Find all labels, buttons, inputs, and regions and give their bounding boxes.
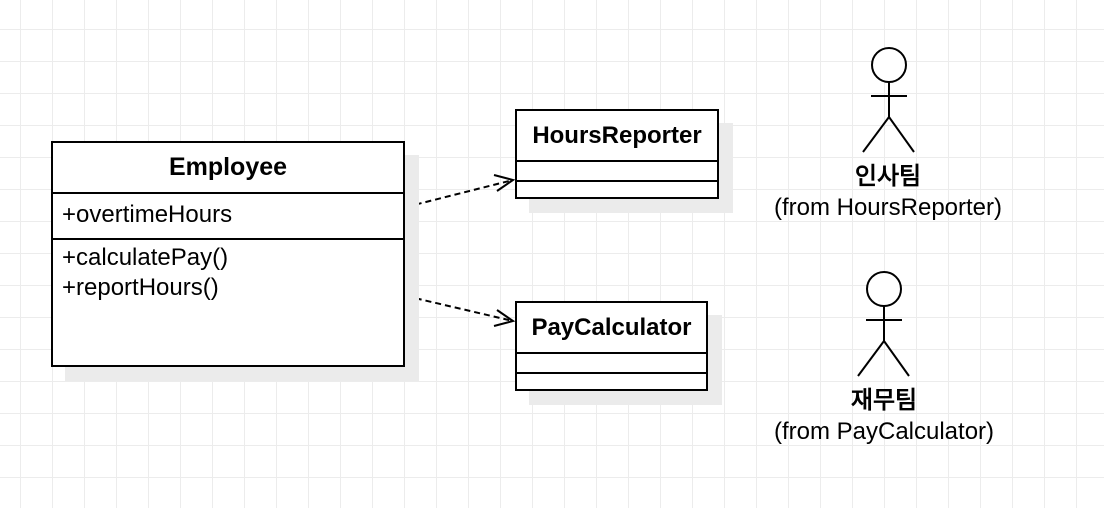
employee-attributes: +overtimeHours xyxy=(53,194,403,240)
attribute-overtime-hours: +overtimeHours xyxy=(62,201,233,228)
hoursreporter-class-name: HoursReporter xyxy=(517,111,717,162)
paycalculator-class-name: PayCalculator xyxy=(517,303,706,354)
operation-report-hours: +reportHours() xyxy=(62,274,219,301)
employee-class-name: Employee xyxy=(53,143,403,194)
hoursreporter-attributes xyxy=(517,162,717,182)
dependency-employee-to-paycalculator xyxy=(405,295,516,327)
actor-finance-name: 재무팀 xyxy=(850,387,918,414)
actor-hr-name: 인사팀 xyxy=(854,163,922,190)
hoursreporter-class[interactable]: HoursReporter xyxy=(515,109,719,199)
actor-finance[interactable]: 재무팀 (from PayCalculator) xyxy=(760,268,1020,448)
actor-hr-from: (from HoursReporter) xyxy=(773,194,1003,221)
actor-finance-from: (from PayCalculator) xyxy=(773,418,995,445)
actor-hr[interactable]: 인사팀 (from HoursReporter) xyxy=(760,44,1020,224)
dependency-employee-to-hoursreporter xyxy=(405,174,516,208)
employee-operations: +calculatePay() +reportHours() xyxy=(53,240,403,303)
stick-figure-icon xyxy=(857,271,910,377)
paycalculator-attributes xyxy=(517,354,706,374)
operation-calculate-pay: +calculatePay() xyxy=(62,244,229,271)
stick-figure-icon xyxy=(862,47,915,153)
employee-class[interactable]: Employee +overtimeHours +calculatePay() … xyxy=(51,141,405,367)
paycalculator-class[interactable]: PayCalculator xyxy=(515,301,708,391)
